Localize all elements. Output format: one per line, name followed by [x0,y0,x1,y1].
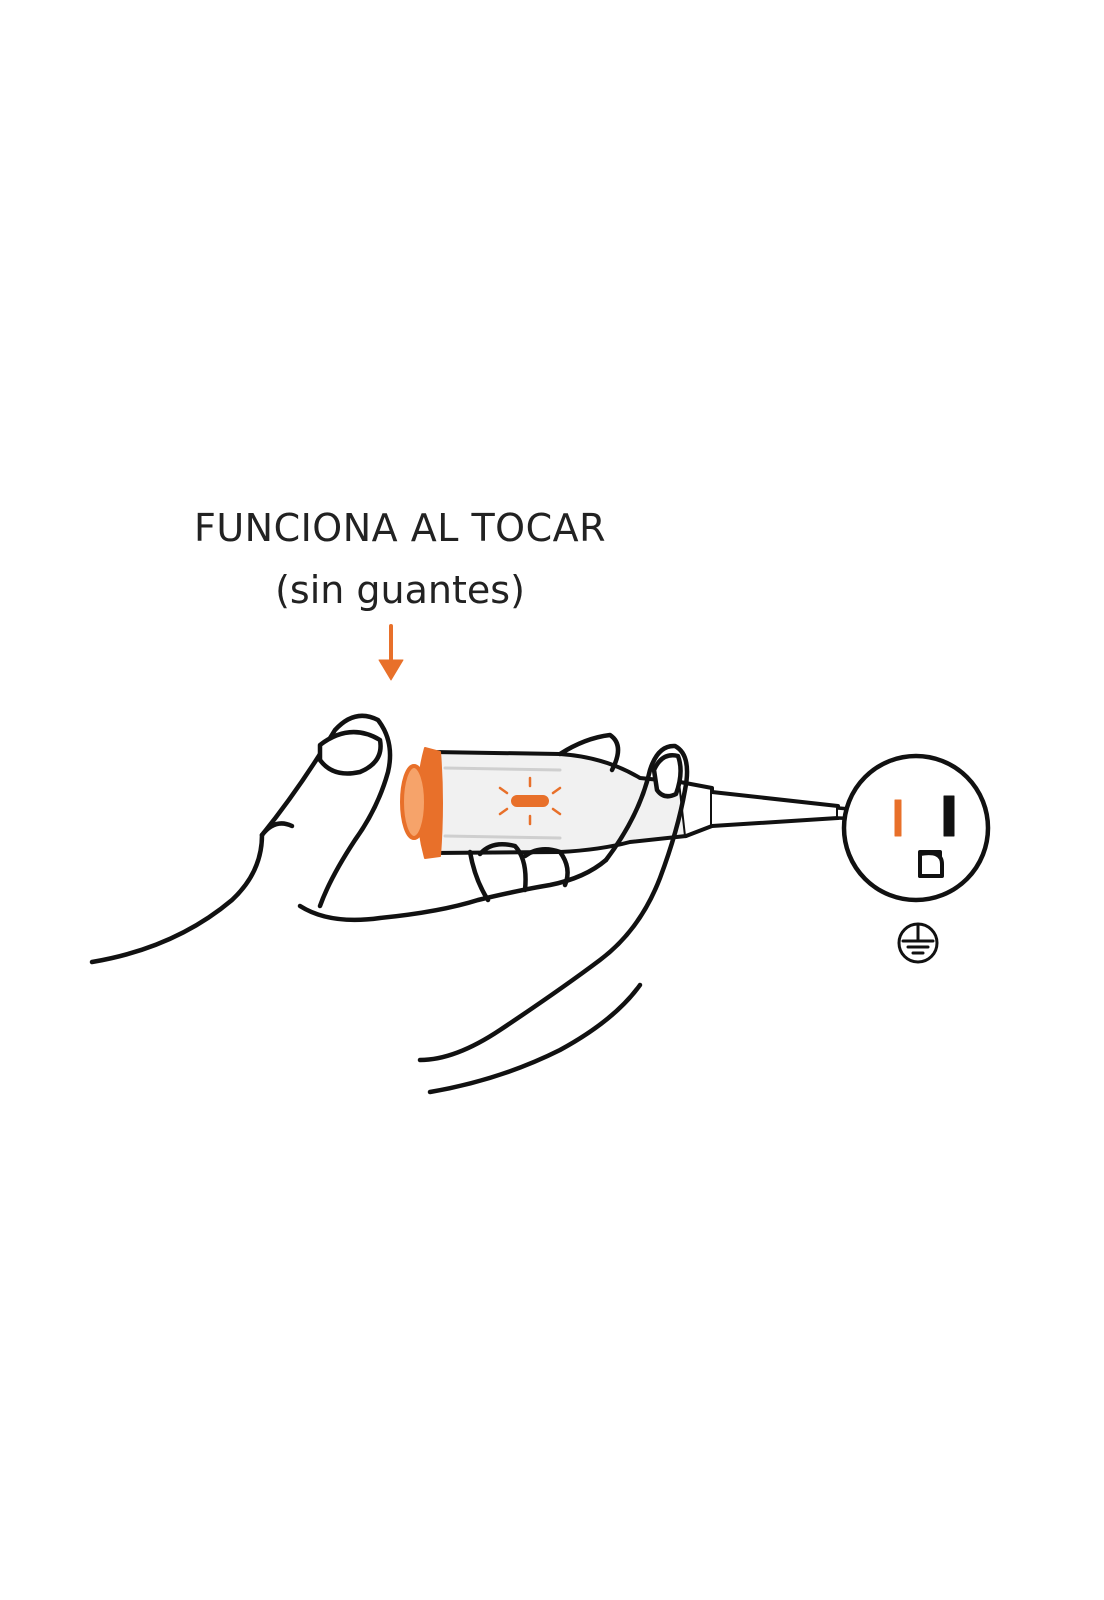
caption-title: FUNCIONA AL TOCAR [193,506,607,550]
ground-symbol-icon [897,922,939,964]
light-indicator-icon [498,776,562,826]
voltage-tester [400,747,898,859]
caption-subtitle: (sin guantes) [275,568,525,612]
down-arrow-icon [378,624,404,681]
touch-cap [400,747,443,859]
outlet [841,753,991,903]
hand [89,713,690,1095]
